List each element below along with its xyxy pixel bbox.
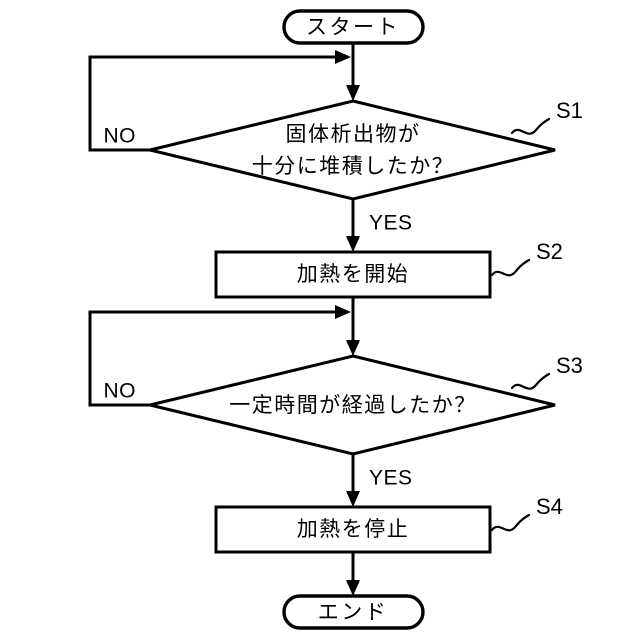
- edge-label-decision2-yes: YES: [369, 467, 413, 490]
- node-start: スタート: [282, 9, 425, 45]
- arrowhead-into-process1: [346, 236, 360, 252]
- arrowhead-into-decision1: [346, 85, 360, 101]
- arrowhead-no-loop-2: [335, 305, 351, 319]
- edge-label-decision1-yes: YES: [369, 212, 413, 235]
- step-label-s2: S2: [536, 239, 563, 264]
- step-marker-s1: S1: [510, 98, 583, 135]
- node-process1: 加熱を開始: [214, 250, 492, 299]
- edge-process1-to-decision2: [346, 297, 360, 356]
- step-marker-s2: S2: [490, 239, 563, 277]
- process2-label: 加熱を停止: [297, 517, 410, 541]
- edge-label-decision1-no: NO: [104, 125, 137, 148]
- step-label-s1: S1: [556, 98, 583, 123]
- node-end: エンド: [282, 594, 425, 630]
- decision1-text-line2: 十分に堆積したか？: [252, 154, 455, 178]
- edge-decision1-no-loop: [88, 50, 351, 152]
- process1-label: 加熱を開始: [297, 262, 410, 286]
- arrowhead-into-end: [346, 580, 360, 596]
- arrowhead-into-process2: [346, 491, 360, 507]
- arrowhead-into-decision2: [346, 340, 360, 356]
- decision2-text-line1: 一定時間が経過したか？: [229, 393, 477, 417]
- edge-label-decision2-no: NO: [104, 380, 137, 403]
- end-label: エンド: [318, 600, 389, 624]
- step-marker-s4: S4: [490, 494, 563, 532]
- edge-decision2-no-loop: [88, 305, 351, 407]
- end-terminator-shape: [282, 594, 425, 630]
- step-marker-s3: S3: [510, 353, 583, 390]
- step-label-s4: S4: [536, 494, 563, 519]
- arrowhead-no-loop-1: [335, 50, 351, 64]
- process1-shape: [214, 250, 492, 299]
- node-decision2: 一定時間が経過したか？: [149, 354, 556, 456]
- start-label: スタート: [306, 15, 400, 39]
- edge-decision2-yes: [346, 454, 360, 507]
- edge-start-to-decision1: [346, 43, 360, 101]
- decision1-text-line1: 固体析出物が: [286, 122, 421, 146]
- edge-decision1-yes: [346, 199, 360, 252]
- edge-process2-to-end: [346, 552, 360, 596]
- node-decision1: 固体析出物が 十分に堆積したか？: [149, 99, 556, 201]
- node-process2: 加熱を停止: [214, 505, 492, 554]
- step-label-s3: S3: [556, 353, 583, 378]
- decision1-shape: [149, 99, 556, 201]
